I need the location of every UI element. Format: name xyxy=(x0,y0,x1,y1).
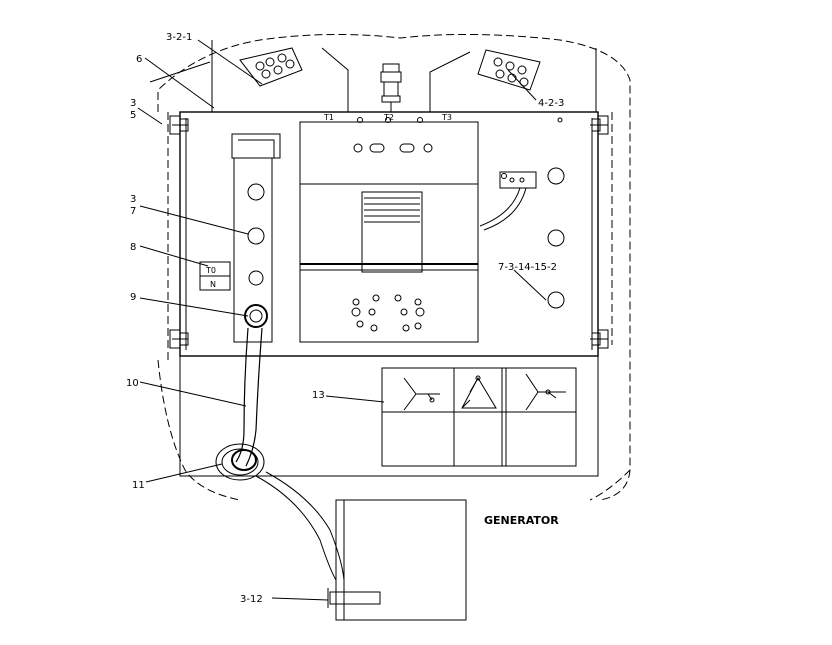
callout-10: 10 xyxy=(126,378,139,389)
corner-bolt-tl xyxy=(169,115,189,135)
terminal-t3: T3 xyxy=(441,113,452,122)
callout-11: 11 xyxy=(132,480,145,491)
callout-6: 6 xyxy=(136,54,142,65)
tag-bottom-text: N xyxy=(210,280,216,289)
cable-conduit xyxy=(215,327,265,481)
main-panel xyxy=(179,111,599,357)
callout-4-2-3: 4-2-3 xyxy=(538,98,564,109)
callout-8: 8 xyxy=(130,242,136,253)
tag-box xyxy=(199,261,231,291)
generator-label: GENERATOR xyxy=(484,514,559,527)
vertical-bus-bar xyxy=(231,133,281,343)
lower-panel xyxy=(179,355,599,477)
bolt-stack-middle xyxy=(380,63,402,112)
breaker-block xyxy=(299,117,479,343)
terminal-t1: T1 xyxy=(323,113,334,122)
corner-bolt-br xyxy=(590,329,609,349)
callout-3-2-1: 3-2-1 xyxy=(166,32,192,43)
corner-bolt-bl xyxy=(169,329,189,349)
callout-3-upper: 3 xyxy=(130,98,136,109)
callout-13: 13 xyxy=(312,390,325,401)
callout-5: 5 xyxy=(130,110,136,121)
callout-7-3-14-15-2: 7-3-14-15-2 xyxy=(498,262,557,273)
corner-bolt-tr xyxy=(590,115,609,135)
terminal-block-right xyxy=(479,117,565,309)
housing-outline xyxy=(157,33,631,501)
bolt-cluster-left xyxy=(239,47,303,87)
upper-frame xyxy=(149,40,597,112)
generator-section xyxy=(255,471,467,621)
terminal-t2: T2 xyxy=(383,113,394,122)
callout-3-12: 3-12 xyxy=(240,594,263,605)
bolt-cluster-right xyxy=(477,49,541,91)
callout-7: 7 xyxy=(130,206,136,217)
callout-3-lower: 3 xyxy=(130,194,136,205)
connection-table xyxy=(381,367,577,467)
callout-9: 9 xyxy=(130,292,136,303)
tag-top-text: T0 xyxy=(205,266,216,275)
leader-lines xyxy=(137,39,547,601)
